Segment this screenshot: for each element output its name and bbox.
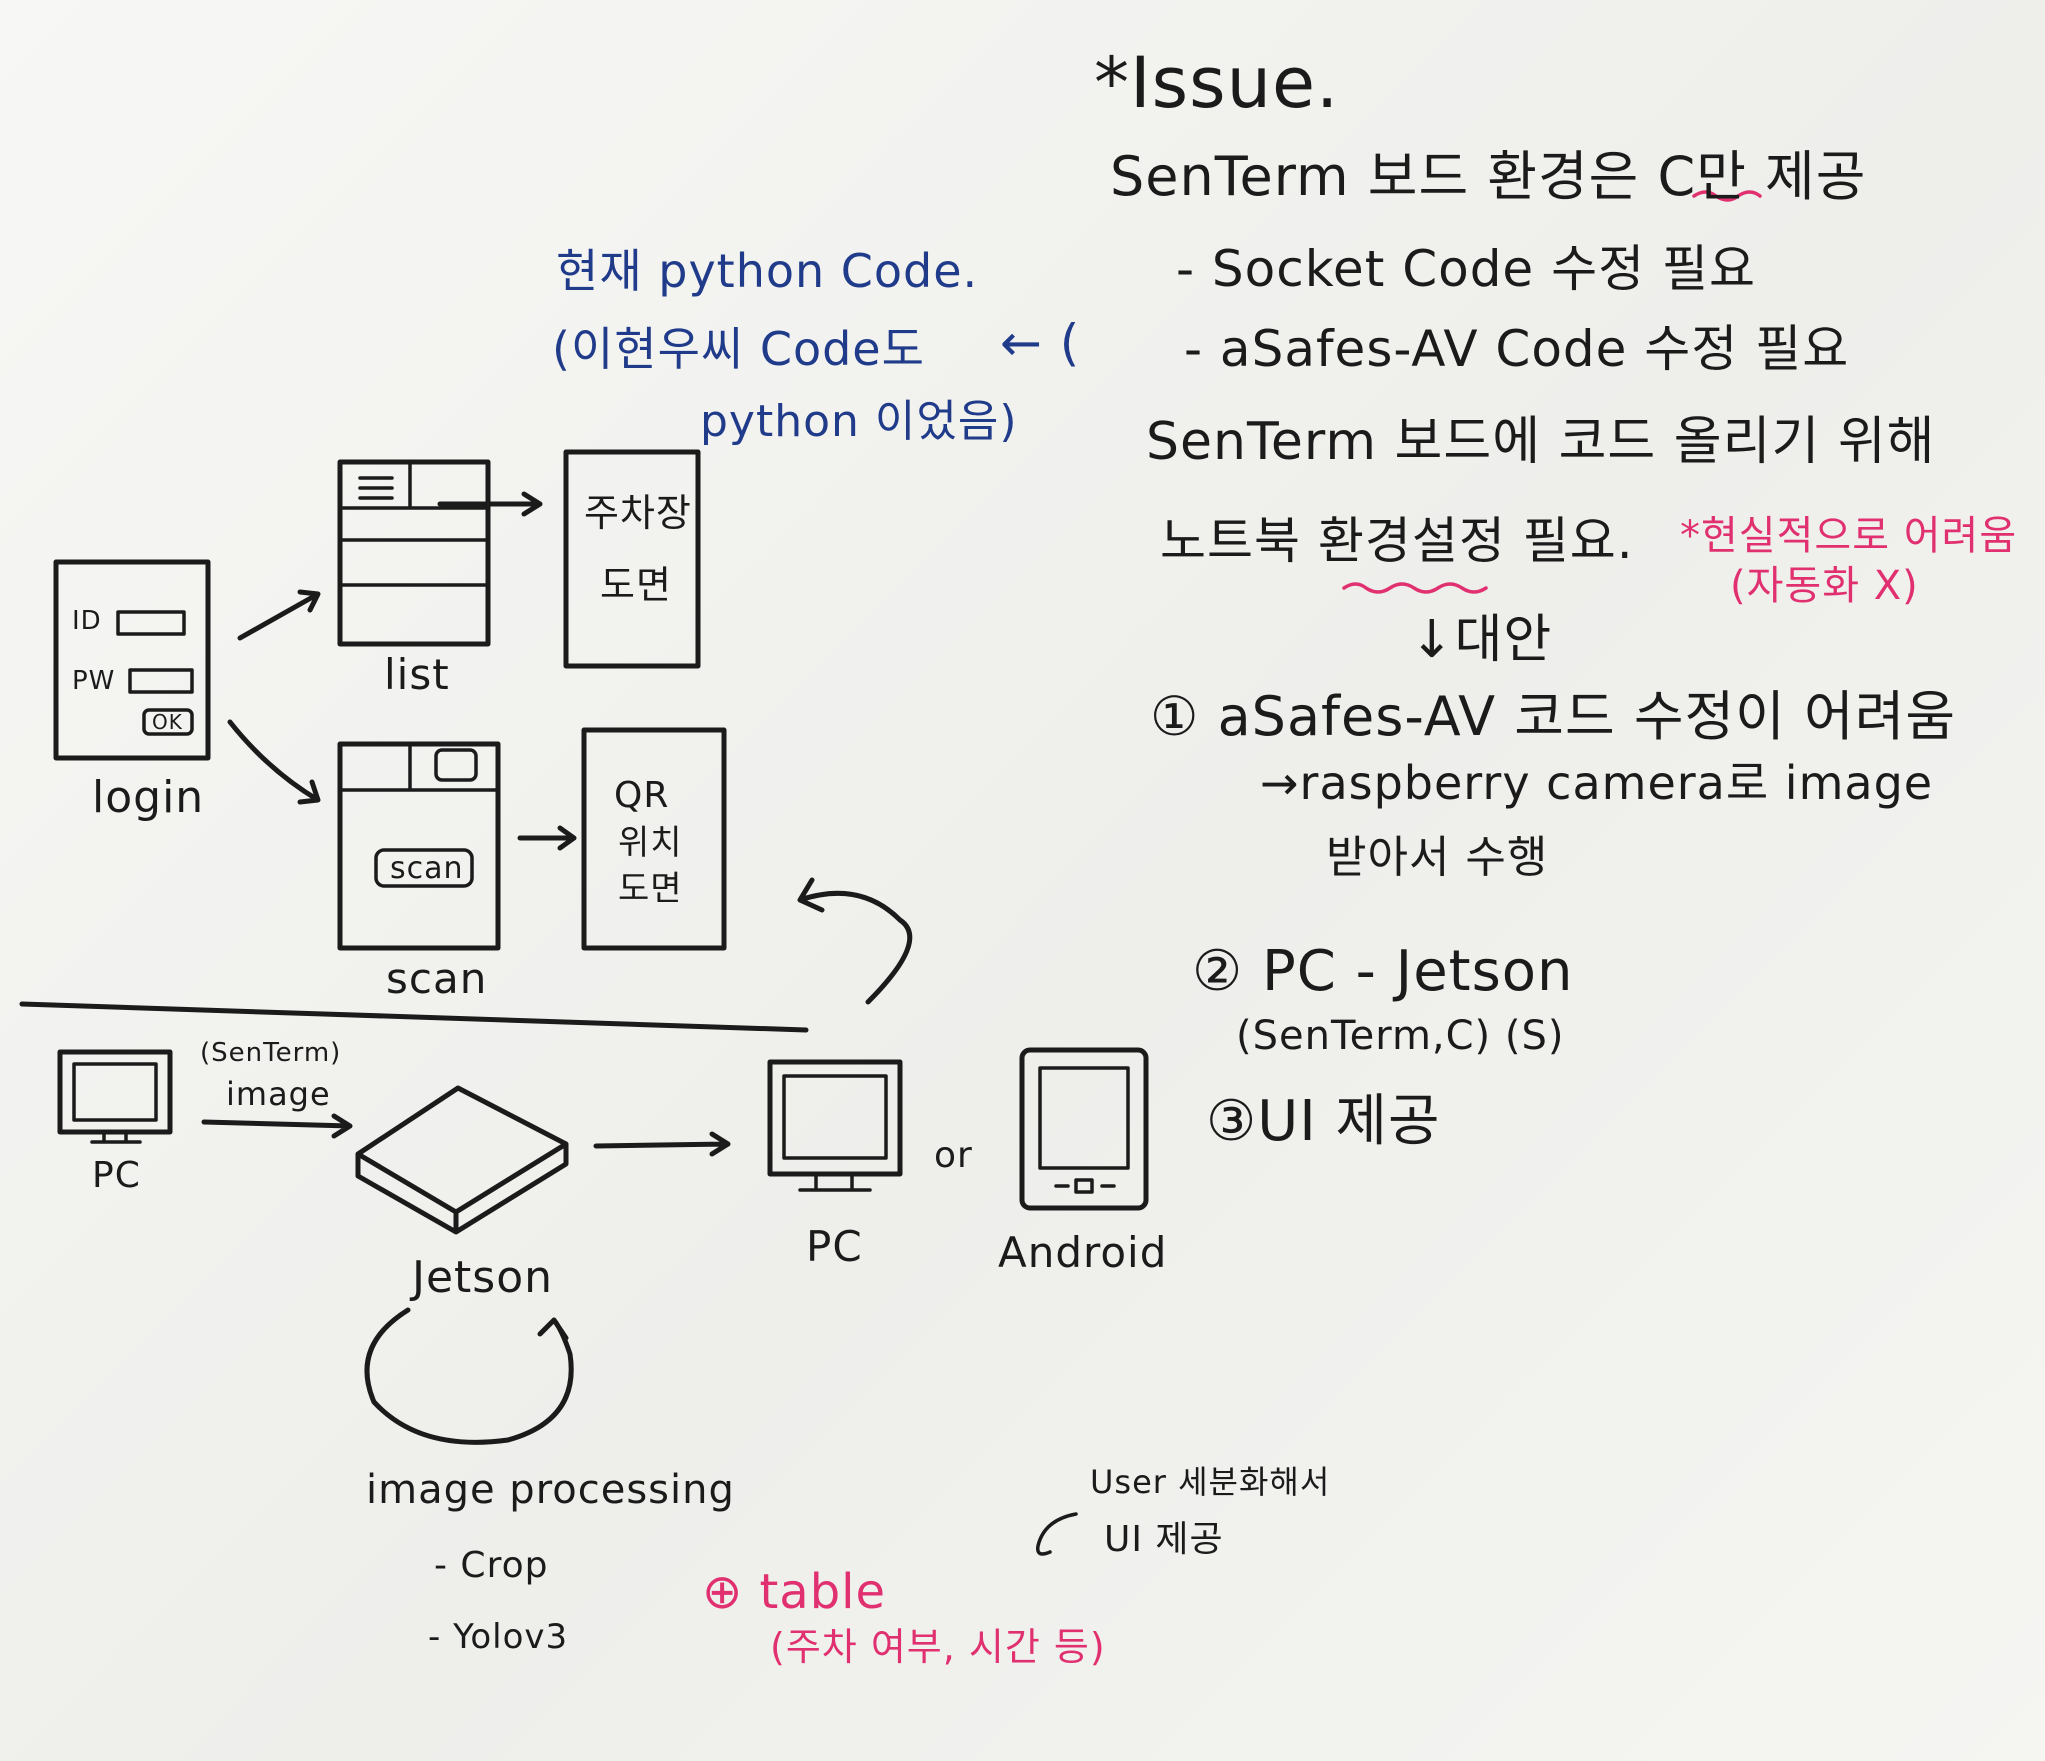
underline-env bbox=[1342, 582, 1488, 594]
login-ok-label: OK bbox=[152, 710, 183, 734]
divider-line bbox=[19, 1001, 809, 1033]
list-screen bbox=[337, 459, 491, 647]
processing-loop bbox=[364, 1307, 574, 1445]
underline-c bbox=[1692, 190, 1762, 202]
alternative-2: ② PC - Jetson bbox=[1192, 939, 1574, 1004]
pc-left-label: PC bbox=[92, 1155, 141, 1196]
alternative-1-detail-2: 받아서 수행 bbox=[1326, 832, 1549, 883]
scan-label: scan bbox=[386, 954, 488, 1003]
alternative-1: ① aSafes-AV 코드 수정이 어려움 bbox=[1150, 685, 1957, 748]
qr-map-label-1: QR bbox=[614, 775, 670, 816]
user-note-2: UI 제공 bbox=[1104, 1519, 1224, 1560]
processing-step-yolo: - Yolov3 bbox=[428, 1617, 569, 1657]
login-label: login bbox=[92, 772, 205, 823]
arrow-pc-jetson bbox=[201, 1113, 353, 1139]
issue-line-4: SenTerm 보드에 코드 올리기 위해 bbox=[1146, 412, 1936, 472]
processing-step-crop: - Crop bbox=[434, 1545, 549, 1586]
or-label: or bbox=[934, 1135, 973, 1176]
pc-right-monitor bbox=[767, 1059, 903, 1177]
scan-button-box bbox=[374, 848, 474, 888]
parking-map-label-1: 주차장 bbox=[584, 491, 692, 535]
arrow-login-scan bbox=[227, 719, 321, 805]
arrow-label-top: (SenTerm) bbox=[200, 1038, 342, 1068]
scan-screen bbox=[337, 741, 501, 951]
arrow-label-bottom: image bbox=[226, 1075, 331, 1113]
parking-map-screen bbox=[563, 449, 701, 669]
jetson-label: Jetson bbox=[412, 1252, 554, 1303]
qr-map-screen bbox=[581, 727, 727, 951]
return-arrow bbox=[797, 877, 913, 1005]
alternative-1-detail: →raspberry camera로 image bbox=[1260, 756, 1934, 810]
alternative-3: ③UI 제공 bbox=[1206, 1089, 1441, 1154]
alternative-label: ↓대안 bbox=[1410, 610, 1553, 670]
login-pw-label: PW bbox=[72, 666, 116, 696]
list-label: list bbox=[384, 650, 450, 699]
arrow-list-parking bbox=[437, 491, 543, 517]
ui-note-curl bbox=[1036, 1512, 1078, 1556]
issue-line-5: 노트북 환경설정 필요. bbox=[1160, 512, 1634, 570]
issue-line-3: - aSafes-AV Code 수정 필요 bbox=[1184, 320, 1850, 378]
qr-map-label-2: 위치 bbox=[618, 823, 683, 863]
python-note-line-2: (이현우씨 Code도 bbox=[552, 322, 925, 376]
pc-right-label: PC bbox=[806, 1222, 863, 1271]
arrow-scan-qr bbox=[517, 825, 577, 851]
user-note: User 세분화해서 bbox=[1090, 1463, 1331, 1501]
list-menu-icon bbox=[358, 476, 394, 500]
table-sub: (주차 여부, 시간 등) bbox=[770, 1625, 1106, 1669]
processing-title: image processing bbox=[366, 1467, 735, 1513]
login-pw-box bbox=[128, 668, 194, 694]
issue-title: *Issue. bbox=[1094, 42, 1340, 124]
table-label: ⊕ table bbox=[702, 1564, 887, 1620]
android-device bbox=[1019, 1047, 1149, 1211]
issue-line-1: SenTerm 보드 환경은 C만 제공 bbox=[1110, 145, 1867, 208]
python-note-line-1: 현재 python Code. bbox=[556, 244, 979, 298]
scan-camera-icon bbox=[434, 748, 478, 782]
login-id-label: ID bbox=[72, 606, 102, 636]
pink-note-sub: (자동화 X) bbox=[1730, 563, 1919, 609]
pc-left-monitor bbox=[57, 1049, 173, 1135]
jetson-board bbox=[355, 1085, 569, 1235]
parking-map-label-2: 도면 bbox=[600, 563, 672, 607]
login-ok-box bbox=[142, 708, 194, 736]
arrow-login-list bbox=[237, 589, 321, 641]
alternative-2-detail: (SenTerm,C) (S) bbox=[1236, 1013, 1565, 1059]
pink-note: *현실적으로 어려움 bbox=[1680, 513, 2018, 559]
qr-map-label-3: 도면 bbox=[618, 869, 683, 909]
arrow-jetson-pc bbox=[593, 1131, 731, 1157]
python-note-arrow: ← ( bbox=[1000, 314, 1081, 372]
issue-line-2: - Socket Code 수정 필요 bbox=[1176, 240, 1756, 298]
android-label: Android bbox=[998, 1228, 1168, 1277]
login-id-box bbox=[116, 610, 186, 636]
login-screen bbox=[53, 559, 211, 761]
python-note-line-3: python 이었음) bbox=[700, 396, 1018, 447]
scan-button-label: scan bbox=[390, 851, 464, 886]
